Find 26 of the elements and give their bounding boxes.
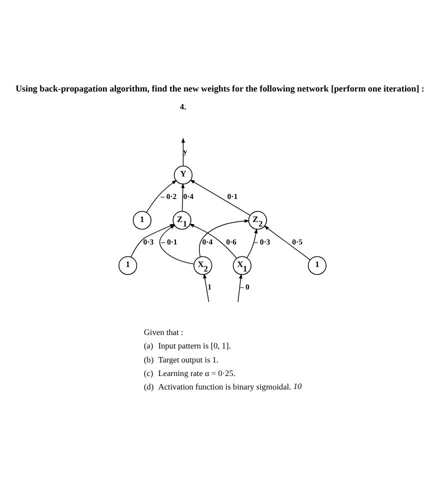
label: (b)	[144, 355, 154, 364]
label: Target output is 1.	[158, 355, 219, 364]
node-circle: 1	[308, 256, 326, 275]
label: Input pattern is [0, 1].	[158, 342, 231, 351]
arrow	[238, 274, 242, 302]
label: Activation function is binary sigmoidal.	[158, 382, 292, 392]
label: 4.	[180, 102, 186, 112]
label: (d)	[144, 382, 154, 392]
arrow	[246, 228, 258, 258]
arrow	[190, 180, 250, 216]
arrow	[146, 180, 177, 213]
label: (c)	[144, 369, 154, 378]
arrow	[181, 183, 185, 212]
node-circle: 1	[118, 256, 138, 275]
label: 10	[293, 382, 302, 392]
label: (a)	[144, 342, 154, 351]
arrow	[203, 273, 210, 302]
node-circle: Y	[174, 166, 193, 184]
label: Given that :	[144, 328, 184, 337]
arrow	[181, 138, 185, 166]
arrow	[199, 219, 250, 258]
label: Learning rate α = 0·25.	[158, 369, 236, 378]
arrow	[189, 224, 238, 259]
arrow	[264, 226, 310, 260]
diagram-title: Using back-propagation algorithm, find the new weights for the following network [perform one iteration] :	[16, 83, 424, 94]
node-circle: 1	[132, 211, 152, 230]
